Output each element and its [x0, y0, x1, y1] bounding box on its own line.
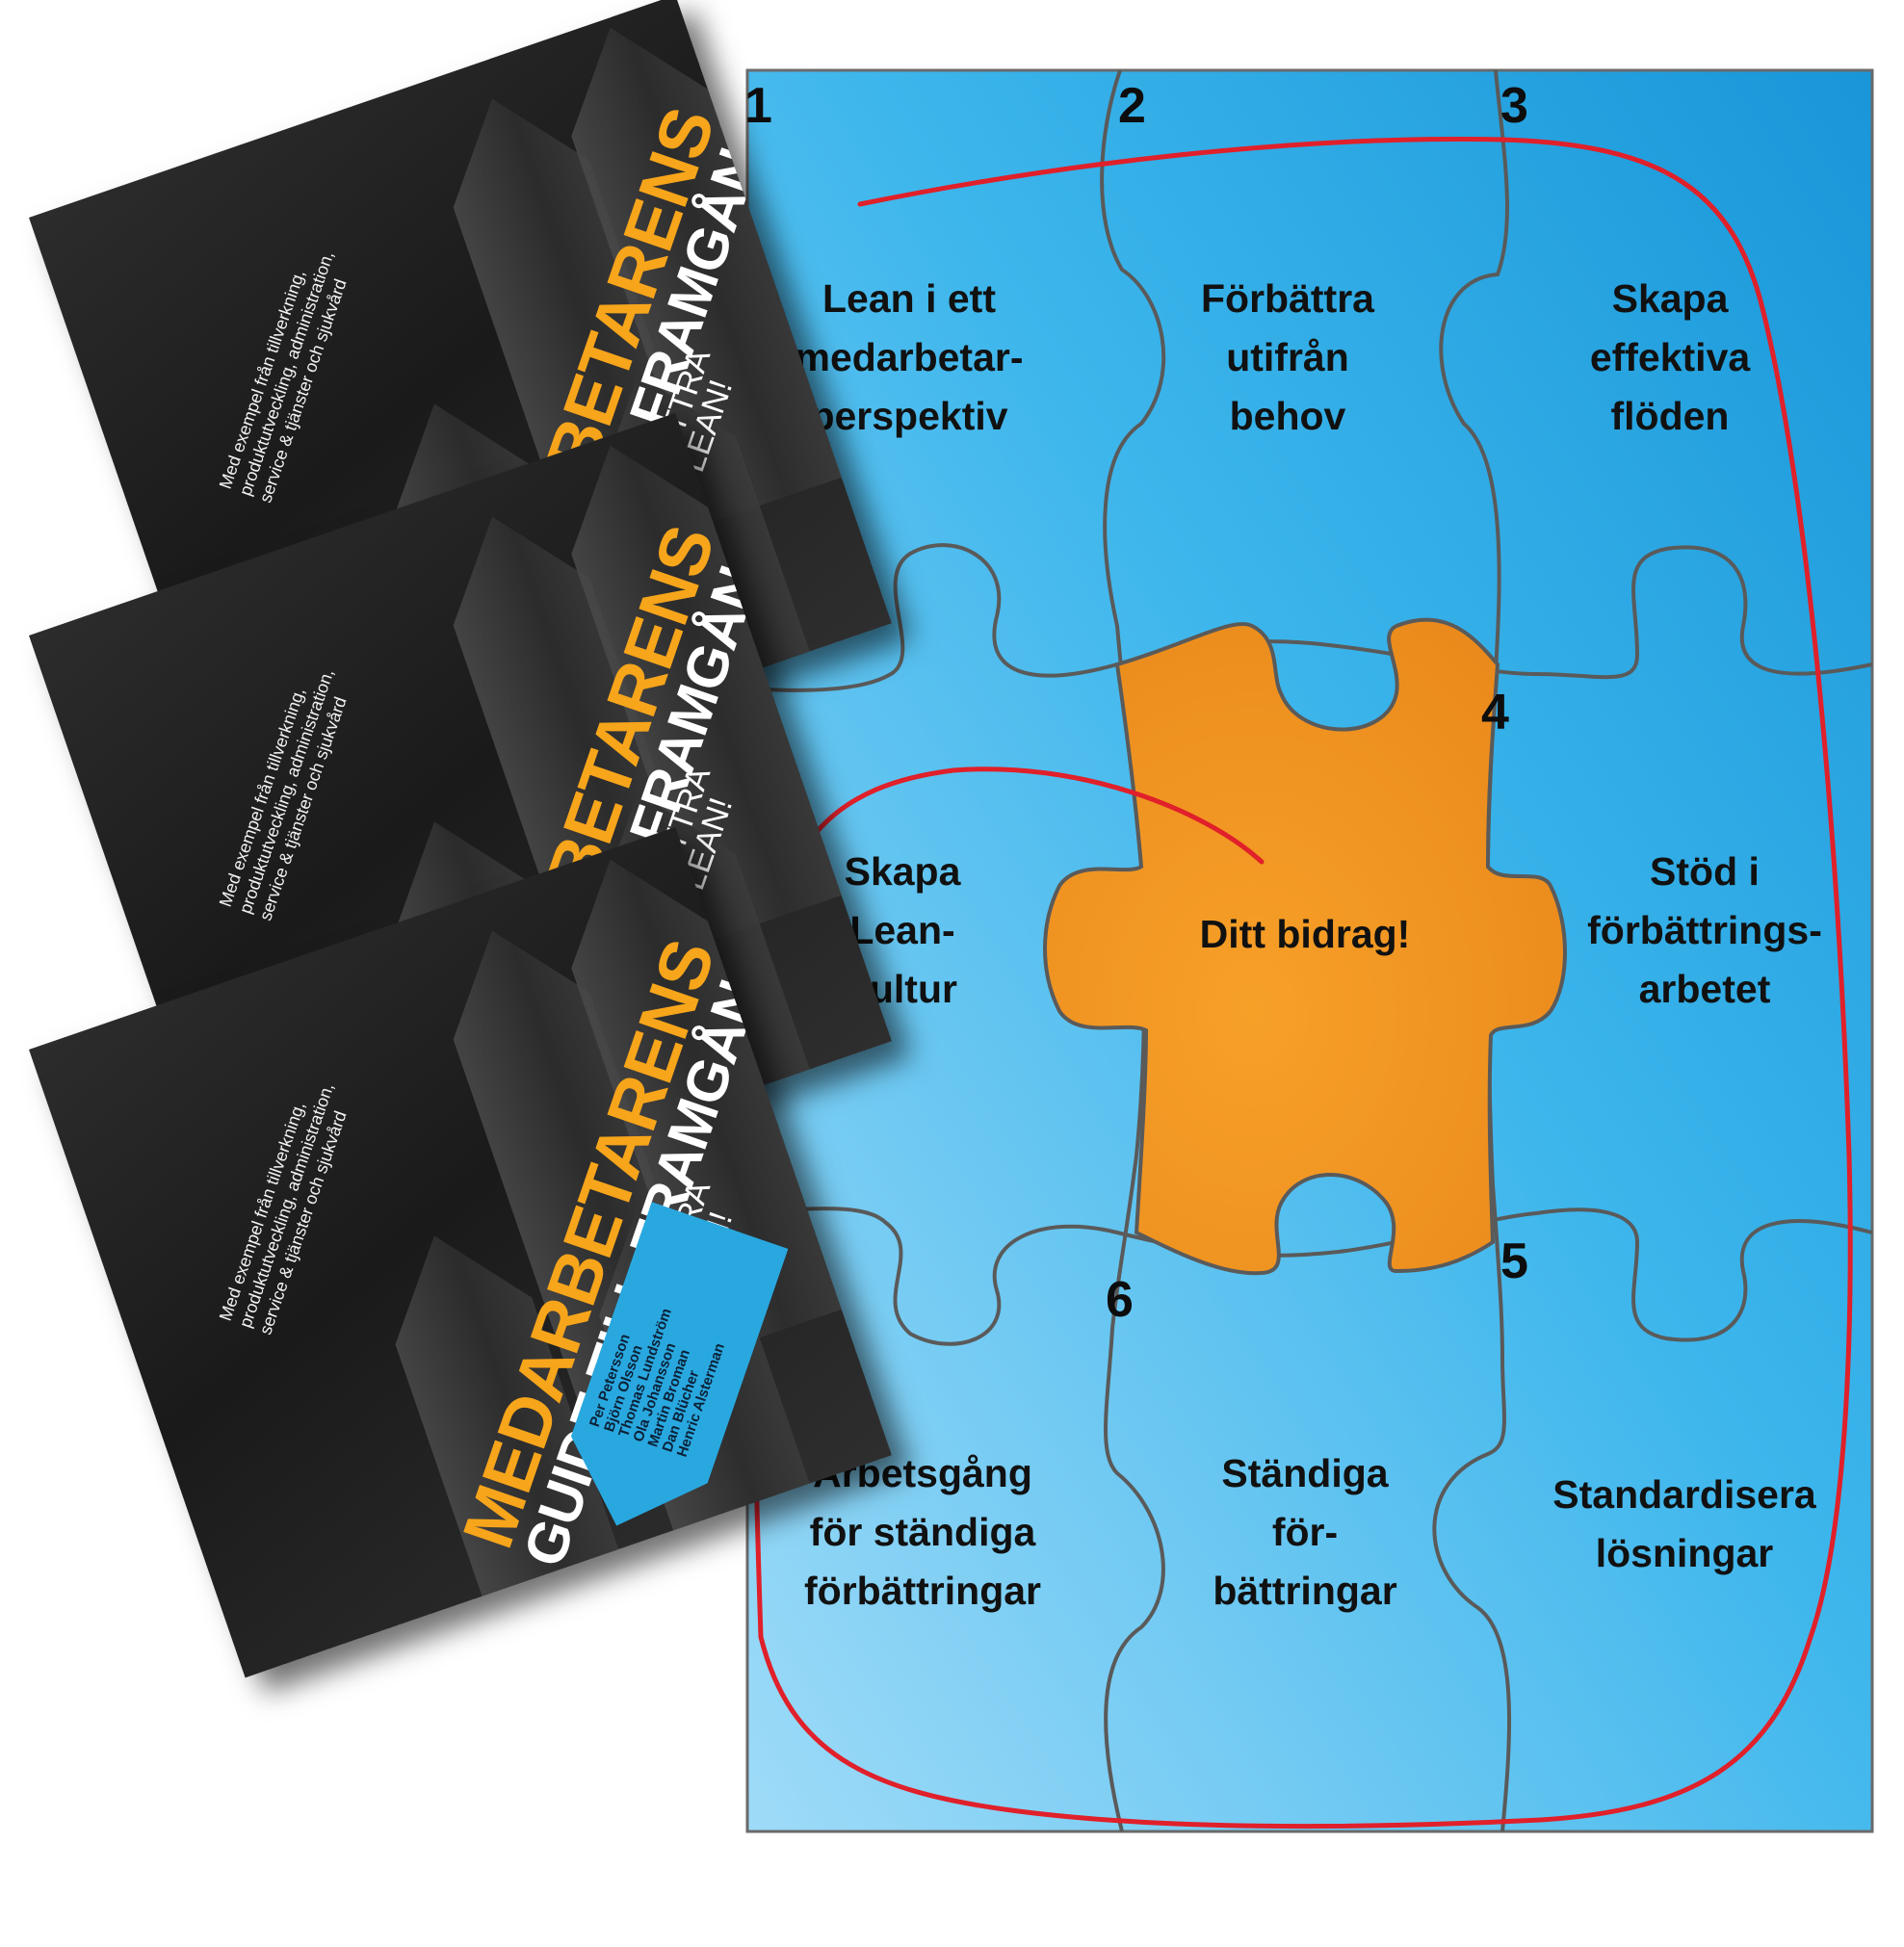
piece-label-6: Ständiga för- bättringar: [1213, 1451, 1397, 1613]
seam-horizontal-bottom: [746, 1207, 1873, 1346]
piece-label-1: Lean i ett medarbetar- perspektiv: [795, 276, 1024, 438]
piece-number-4: 4: [1481, 685, 1509, 740]
piece-label-lean-kultur: Skapa Lean- kultur: [844, 849, 961, 1011]
piece-number-5: 5: [1500, 1233, 1528, 1289]
seam-horizontal-top: [746, 543, 1873, 692]
piece-label-4: Stöd i förbättrings- arbetet: [1587, 849, 1822, 1011]
piece-number-2: 2: [1118, 78, 1146, 134]
book-blurb: Med exempel från tillverkning, produktut…: [215, 666, 351, 923]
book-blurb: Med exempel från tillverkning, produktut…: [215, 1080, 351, 1337]
piece-label-arbetsgang: Arbetsgång för ständiga förbättringar: [804, 1451, 1041, 1613]
piece-label-5: Standardisera lösningar: [1552, 1472, 1816, 1575]
center-puzzle-piece: [1043, 617, 1567, 1276]
book-blurb: Med exempel från tillverkning, produktut…: [215, 248, 351, 506]
red-loop-outer: [758, 136, 1853, 1830]
center-piece-label: Ditt bidrag!: [1199, 912, 1411, 956]
piece-label-3: Skapa effektiva flöden: [1589, 276, 1751, 438]
piece-number-6: 6: [1106, 1272, 1134, 1328]
piece-number-3: 3: [1500, 78, 1528, 134]
piece-number-1: 1: [744, 78, 772, 134]
piece-label-2: Förbättra utifrån behov: [1201, 276, 1374, 438]
